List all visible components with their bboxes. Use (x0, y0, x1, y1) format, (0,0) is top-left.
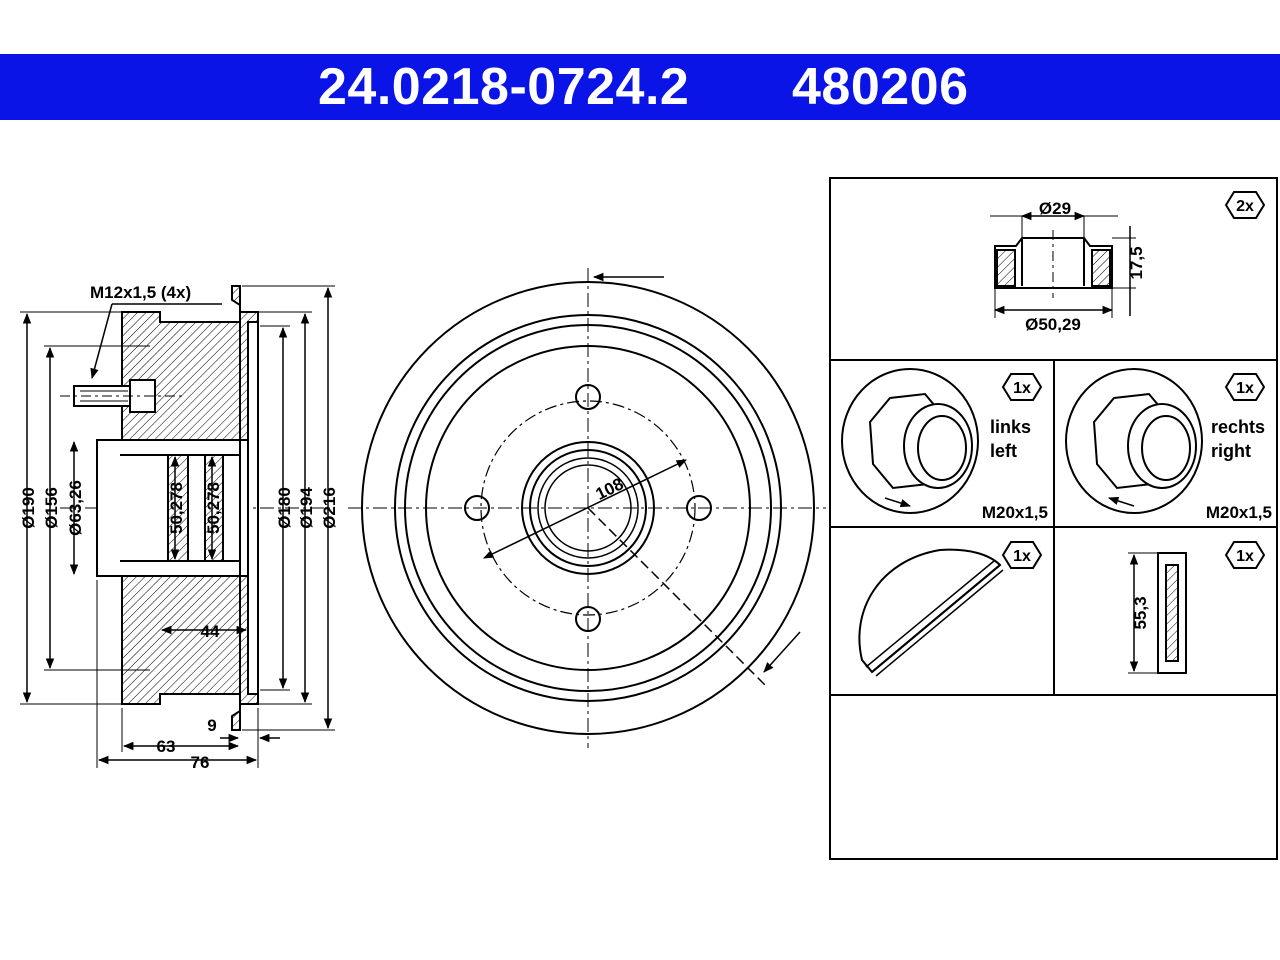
nut-left-label2: left (990, 441, 1017, 461)
front-view (348, 268, 826, 748)
nut-right-label1: rechts (1211, 417, 1265, 437)
nut-right-thread: M20x1,5 (1206, 503, 1272, 522)
header-bar (0, 54, 1280, 120)
nut-left-label1: links (990, 417, 1031, 437)
dim-63: 63 (157, 737, 176, 756)
qty-badge (1224, 191, 1266, 219)
bolt-circle (480, 400, 696, 616)
dim-bore-1: 50,278 (167, 482, 186, 534)
reference-number: 480206 (792, 58, 969, 116)
nut-left-drawing (841, 368, 1043, 514)
dim-d180: Ø180 (275, 487, 294, 529)
bearing-qty: 2x (1236, 198, 1254, 215)
accessory-panel (829, 177, 1278, 860)
drum-section-lower (121, 565, 259, 731)
dust-cap-drawing (858, 541, 1043, 677)
dim-d190: Ø190 (19, 487, 38, 529)
dim-d63: Ø63,26 (66, 480, 85, 536)
dim-9: 9 (207, 716, 216, 735)
seal-qty: 1x (1236, 548, 1254, 565)
seal-dim: 55,3 (1131, 596, 1150, 629)
thread-label: M12x1,5 (4x) (90, 283, 191, 302)
part-number: 24.0218-0724.2 (318, 58, 690, 116)
bearing-inner: Ø29 (1039, 199, 1071, 218)
side-section-view (20, 285, 335, 768)
nut-left-qty: 1x (1013, 380, 1031, 397)
dim-pcd: 108 (593, 474, 627, 504)
drum-section-upper (121, 285, 259, 451)
nut-left-thread: M20x1,5 (982, 503, 1048, 522)
dim-76: 76 (191, 753, 210, 772)
bearing-outer: Ø50,29 (1025, 315, 1081, 334)
dim-d194: Ø194 (297, 487, 316, 529)
nut-right-qty: 1x (1236, 380, 1254, 397)
cap-qty: 1x (1013, 548, 1031, 565)
dim-d216: Ø216 (320, 487, 339, 529)
seal-drawing (1128, 541, 1266, 674)
dim-d156: Ø156 (42, 487, 61, 529)
bearing-drawing (990, 191, 1266, 318)
dim-44: 44 (201, 622, 220, 641)
bolt-hole (575, 384, 601, 410)
bearing-height: 17,5 (1127, 246, 1146, 279)
nut-right-label2: right (1211, 441, 1251, 461)
nut-right-drawing (1065, 368, 1266, 514)
dim-bore-2: 50,278 (204, 482, 223, 534)
